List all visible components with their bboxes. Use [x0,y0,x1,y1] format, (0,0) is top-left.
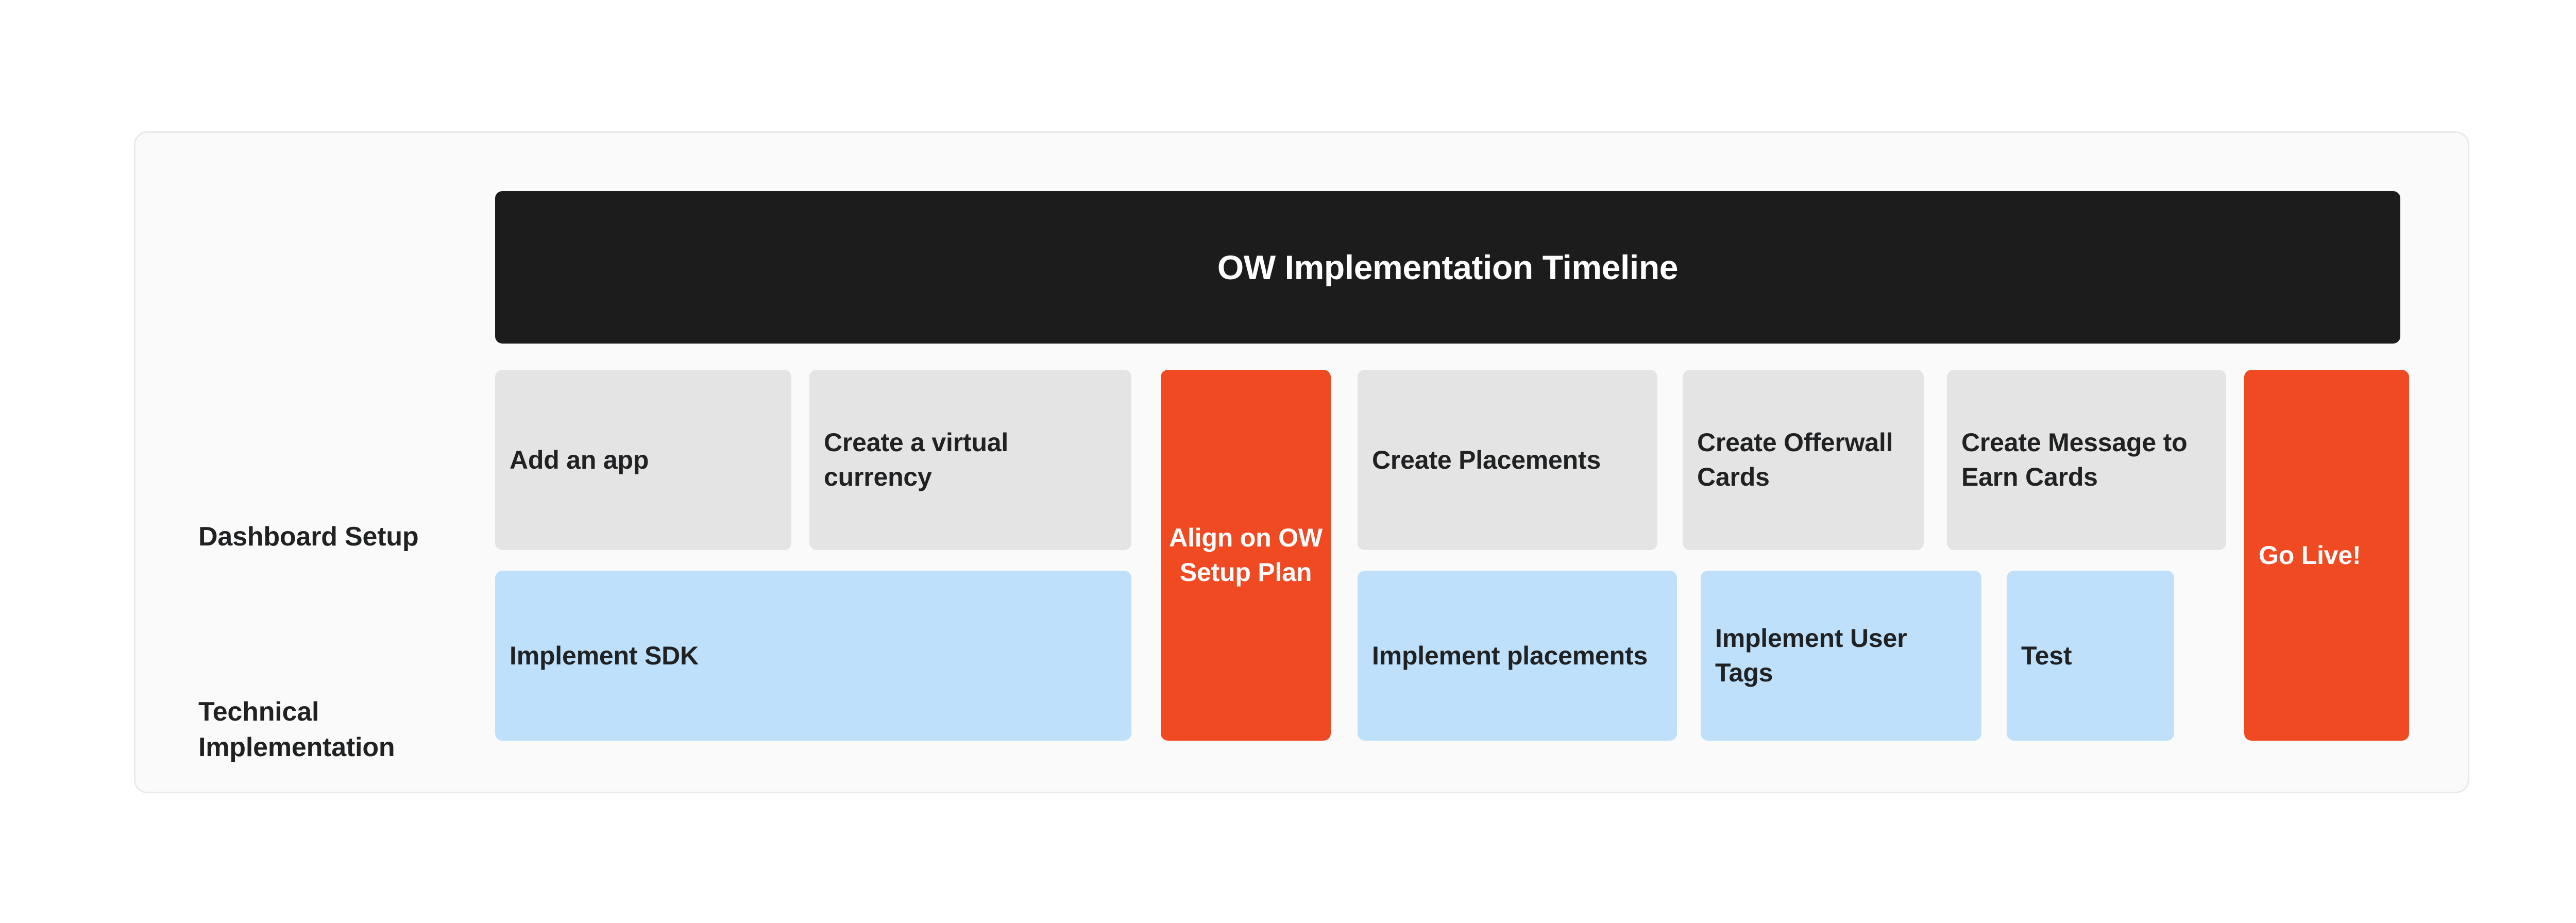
task-card-label: Create a virtual currency [824,428,1009,491]
task-card-implement-user-tags[interactable]: Implement User Tags [1701,571,1981,741]
milestone-card-label: Go Live! [2259,540,2361,570]
milestone-card-label: Align on OW Setup Plan [1169,523,1323,587]
milestone-card-go-live[interactable]: Go Live! [2244,370,2409,741]
task-card-label: Implement User Tags [1715,624,1907,687]
task-card-create-message-to-earn-cards[interactable]: Create Message to Earn Cards [1947,370,2226,550]
task-card-label: Implement SDK [510,641,699,670]
timeline-panel: OW Implementation Timeline Dashboard Set… [134,131,2469,793]
page-title: OW Implementation Timeline [1217,248,1679,286]
row-label-dashboard-setup: Dashboard Setup [198,522,419,552]
task-card-test[interactable]: Test [2007,571,2174,741]
task-card-label: Create Message to Earn Cards [1961,428,2188,491]
task-card-label: Create Offerwall Cards [1697,428,1893,491]
task-card-label: Test [2021,641,2072,670]
row-label-technical-line1: Technical [198,697,319,727]
task-card-create-offerwall-cards[interactable]: Create Offerwall Cards [1683,370,1924,550]
row-label-technical-implementation: Technical Implementation [198,694,477,765]
task-card-implement-placements[interactable]: Implement placements [1358,571,1677,741]
task-card-label: Implement placements [1372,641,1648,670]
timeline-header-bar: OW Implementation Timeline [495,191,2400,344]
milestone-card-align-on-ow-setup-plan[interactable]: Align on OW Setup Plan [1161,370,1331,741]
row-label-technical-line2: Implementation [198,732,395,763]
task-card-create-placements[interactable]: Create Placements [1358,370,1657,550]
task-card-label: Add an app [510,445,649,474]
task-card-add-an-app[interactable]: Add an app [495,370,791,550]
task-card-create-a-virtual-currency[interactable]: Create a virtual currency [809,370,1131,550]
task-card-implement-sdk[interactable]: Implement SDK [495,571,1131,741]
task-card-label: Create Placements [1372,445,1601,474]
